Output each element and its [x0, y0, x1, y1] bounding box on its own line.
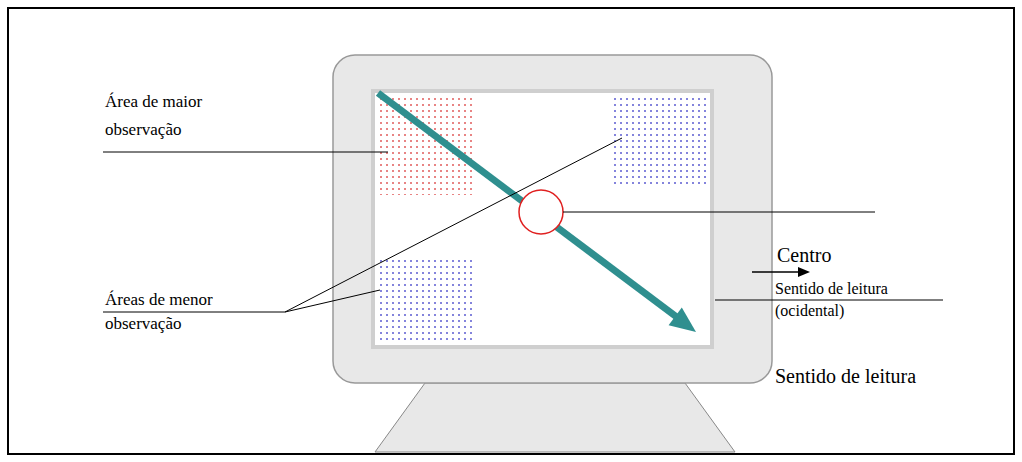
screen-shadow	[371, 89, 714, 349]
low-attention-area	[610, 95, 708, 185]
frame	[8, 8, 1014, 454]
annotation-label: Sentido de leitura	[775, 363, 995, 389]
reading-arrowhead	[669, 308, 696, 332]
leader-line	[103, 152, 388, 153]
reading-diagonal	[378, 93, 678, 318]
annotation-label: Área de maior observação	[105, 88, 235, 144]
annotation-label: Áreas de menor observação	[105, 288, 235, 336]
annotation-label: Centro	[777, 242, 897, 268]
screen	[375, 93, 710, 345]
monitor-bezel	[333, 55, 772, 383]
leader-line	[563, 212, 875, 213]
leader-line	[285, 138, 622, 312]
direction-arrowhead	[798, 267, 810, 277]
leader-line	[285, 290, 380, 312]
annotation-label: Sentido de leitura (ocidental)	[775, 278, 925, 322]
monitor-stand	[375, 383, 735, 452]
low-attention-area	[377, 258, 475, 343]
leader-line	[715, 300, 943, 301]
high-attention-area	[377, 95, 475, 195]
direction-arrow	[752, 271, 800, 273]
center-circle	[519, 190, 563, 234]
leader-line	[103, 312, 285, 313]
